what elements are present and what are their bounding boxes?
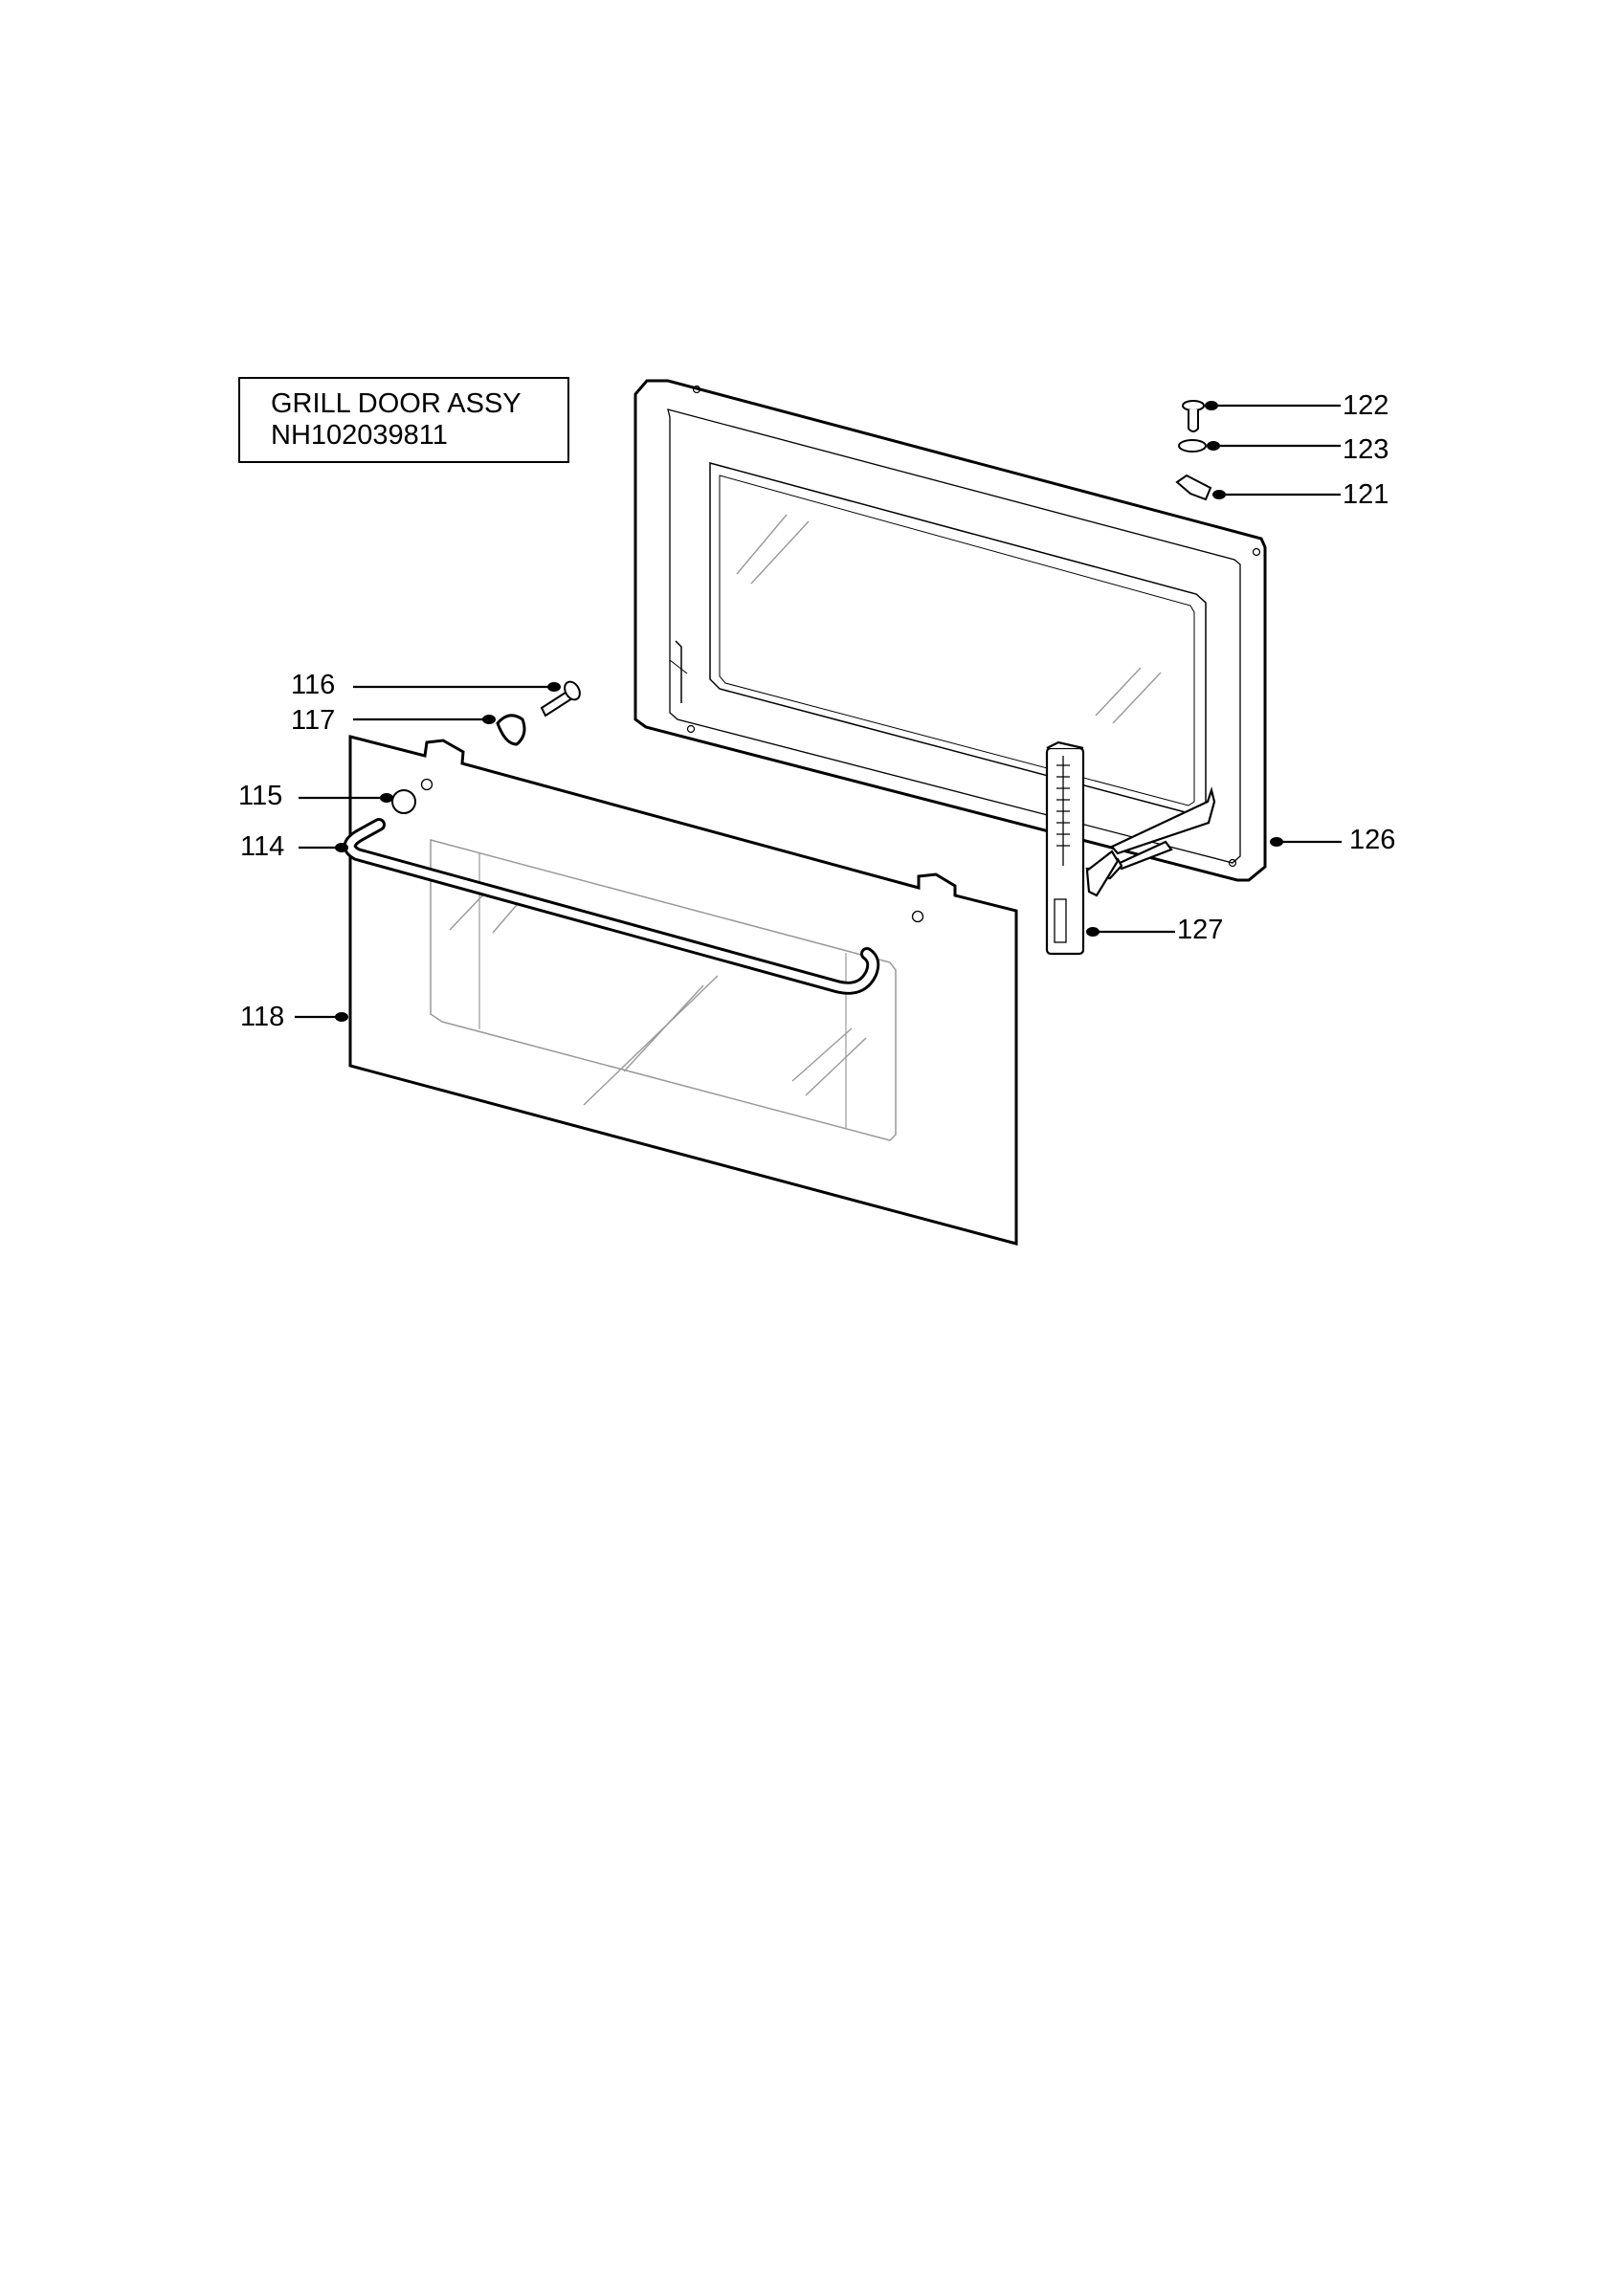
- bolt-116: [540, 680, 581, 718]
- callout-121: 121: [1343, 479, 1389, 510]
- callout-122: 122: [1343, 390, 1389, 421]
- assembly-title-box: GRILL DOOR ASSY NH102039811: [238, 377, 569, 463]
- callout-116: 116: [291, 670, 336, 700]
- outer-glass-reflection: [449, 889, 867, 1106]
- callout-117: 117: [291, 705, 336, 736]
- clip-121: [1175, 474, 1212, 501]
- washer-123: [1178, 439, 1207, 453]
- screw-122: [1182, 400, 1205, 432]
- leader-lines: [295, 404, 1342, 1019]
- callout-123: 123: [1343, 434, 1389, 465]
- hinge-assembly-127: [1045, 740, 1216, 956]
- assembly-part-number: NH102039811: [271, 420, 448, 451]
- assembly-name: GRILL DOOR ASSY: [271, 388, 522, 419]
- knob-115: [391, 789, 416, 814]
- callout-127: 127: [1177, 915, 1224, 945]
- leader-dots: [335, 401, 1283, 1022]
- inner-glass-reflection: [736, 514, 1162, 724]
- callout-114: 114: [240, 831, 285, 862]
- cap-117: [496, 714, 526, 746]
- outer-door-panel-118: [348, 735, 1018, 1246]
- inner-door-panel-126: [633, 379, 1267, 882]
- callout-115: 115: [238, 781, 283, 811]
- callout-118: 118: [240, 1002, 285, 1032]
- callout-126: 126: [1349, 825, 1396, 855]
